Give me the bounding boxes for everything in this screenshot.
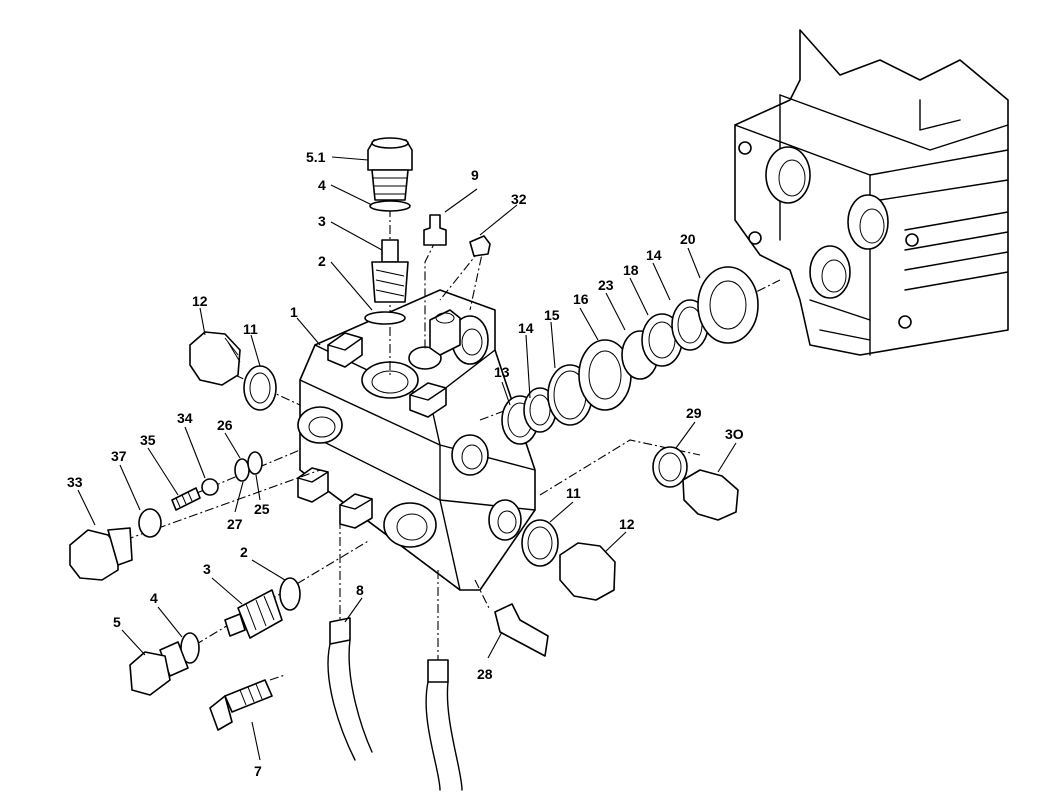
label-part-25: 25 [254, 501, 270, 517]
label-part-5-1: 5.1 [306, 149, 326, 165]
label-part-5: 5 [113, 614, 121, 630]
screw-7 [209, 679, 273, 731]
label-part-37: 37 [111, 448, 127, 464]
label-part-12-left: 12 [192, 293, 208, 309]
pump-housing [734, 29, 1009, 356]
hoses [327, 617, 463, 791]
label-part-32: 32 [511, 191, 527, 207]
fitting-28 [494, 603, 549, 657]
label-part-34: 34 [177, 410, 193, 426]
label-part-18: 18 [623, 262, 639, 278]
label-part-2-top: 2 [318, 253, 326, 269]
plug-12-left [189, 331, 241, 386]
label-part-29: 29 [686, 405, 702, 421]
label-part-4-top: 4 [318, 177, 326, 193]
label-part-7: 7 [254, 763, 262, 779]
label-part-20: 20 [680, 231, 696, 247]
label-part-12-right: 12 [619, 516, 635, 532]
plug-3O [682, 469, 739, 521]
label-part-3O: 3O [725, 426, 744, 442]
label-part-16: 16 [573, 291, 589, 307]
lower-valve-stack [129, 577, 301, 696]
valve-block [297, 289, 536, 591]
label-part-11-left: 11 [243, 321, 258, 337]
label-part-28: 28 [477, 666, 493, 682]
label-part-3-lower: 3 [203, 561, 211, 577]
plug-33 [69, 527, 133, 581]
label-part-11-right: 11 [566, 485, 581, 501]
check-valve-parts [138, 451, 263, 538]
label-part-1: 1 [290, 304, 298, 320]
seal-11-right [521, 519, 559, 567]
label-part-4-lower: 4 [150, 590, 158, 606]
label-part-8: 8 [356, 582, 364, 598]
label-part-14-b: 14 [646, 247, 662, 263]
label-part-13: 13 [494, 364, 510, 380]
seal-stack [501, 266, 759, 445]
label-part-9: 9 [471, 167, 479, 183]
label-part-33: 33 [67, 474, 83, 490]
relief-valve-stack [364, 137, 413, 325]
label-part-23: 23 [598, 277, 614, 293]
plug-12-right [559, 542, 616, 601]
fittings-top [423, 214, 491, 257]
label-part-14-a: 14 [518, 320, 534, 336]
leader-lines [77, 156, 737, 761]
label-part-2-lower: 2 [240, 544, 248, 560]
label-part-27: 27 [227, 516, 243, 532]
label-part-3-top: 3 [318, 213, 326, 229]
label-part-15: 15 [544, 307, 560, 323]
label-part-26: 26 [217, 417, 233, 433]
label-part-35: 35 [140, 432, 156, 448]
seal-29 [652, 446, 688, 488]
